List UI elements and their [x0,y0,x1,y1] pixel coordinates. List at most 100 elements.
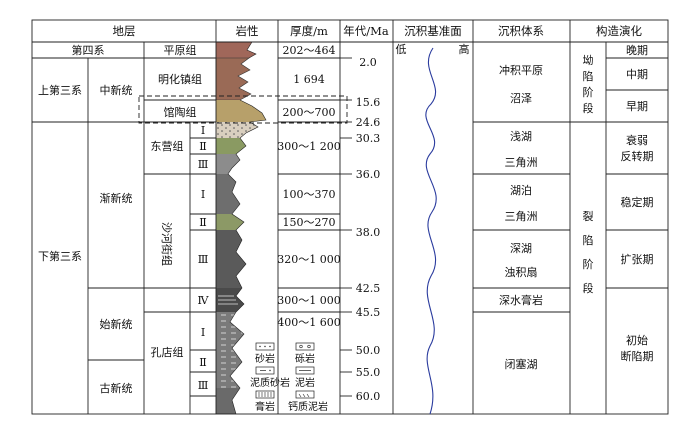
header-base-level: 沉积基准面 [404,24,462,38]
dep-delta-1: 三角洲 [505,156,538,169]
legend-conglomerate-label: 砾岩 [295,352,315,365]
phase-decline-line-2: 反转期 [621,149,654,163]
member-shahejie-3: Ⅲ [198,253,209,266]
stage-rift-char-3: 阶 [583,257,594,271]
member-shahejie-1: Ⅰ [201,188,205,201]
phase-expansion: 扩张期 [621,252,654,266]
legend-gypsum-label: 膏岩 [255,400,275,413]
legend-calcareous-mudstone-label: 钙质泥岩 [288,400,328,413]
base-level-curve [425,47,437,415]
age-50-0: 50.0 [356,344,381,357]
member-kongdian-2: Ⅱ [199,356,206,369]
thickness-shahejie-1: 100～370 [283,188,336,201]
age-15-6: 15.6 [356,96,381,109]
dep-alluvial-plain: 冲积平原 [499,63,543,77]
strata-labels: 第四系 上第三系 下第三系 中新统 渐新统 始新统 古新统 平原组 明化镇组 馆… [38,43,202,395]
stage-rift-char-4: 段 [583,281,594,295]
system-quaternary: 第四系 [72,43,105,57]
age-ticks [340,57,352,397]
age-24-6: 24.6 [356,116,381,129]
system-lower-tertiary: 下第三系 [38,249,82,263]
dep-shallow-lake: 浅湖 [510,130,532,143]
table-grid [31,19,669,415]
dep-deep-lake: 深湖 [510,242,532,255]
stage-depression-char-3: 阶 [583,85,594,99]
calcareous-mudstone-swatch [295,390,315,399]
age-38-0: 38.0 [356,226,381,239]
phase-middle: 中期 [626,68,648,81]
formation-dongying: 东营组 [151,139,184,153]
header-row: 地层 岩性 厚度/m 年代/Ma 沉积基准面 沉积体系 构造演化 [113,24,643,38]
dep-deep-water-gypsum: 深水膏岩 [499,293,543,307]
member-dongying-1: Ⅰ [201,124,205,137]
age-55-0: 55.0 [356,366,381,379]
phase-stable: 稳定期 [621,195,654,209]
header-age: 年代/Ma [343,24,389,38]
lithology-column [215,41,267,415]
age-60-0: 60.0 [356,390,381,403]
member-shahejie-4: Ⅳ [198,294,210,307]
thickness-values: 202～464 1 694 200～700 300～1 200 100～370 … [277,44,341,329]
legend: 砂岩 砾岩 泥质砂岩 泥岩 膏岩 钙质泥岩 [250,342,328,413]
age-values: 2.0 15.6 24.6 30.3 36.0 38.0 42.5 45.5 5… [356,56,381,403]
dep-swamp: 沼泽 [510,91,532,105]
series-miocene: 中新统 [100,83,133,97]
header-depositional-system: 沉积体系 [498,24,544,38]
thickness-guantao: 200～700 [283,106,336,119]
phase-late: 晚期 [626,44,648,57]
member-shahejie-2: Ⅱ [199,216,206,229]
member-labels: Ⅰ Ⅱ Ⅲ Ⅰ Ⅱ Ⅲ Ⅳ Ⅰ Ⅱ Ⅲ [198,124,210,392]
age-42-5: 42.5 [356,282,381,295]
legend-muddy-sandstone-label: 泥质砂岩 [250,376,290,389]
thickness-pingyuan: 202～464 [283,44,336,57]
age-2-0: 2.0 [359,56,377,69]
formation-shahejie: 沙河街组 [160,222,174,266]
phase-early: 早期 [626,100,648,113]
formation-kongdian: 孔店组 [151,345,184,359]
formation-guantao: 馆陶组 [164,105,197,119]
dep-lake: 湖泊 [510,184,532,197]
legend-sandstone-label: 砂岩 [255,352,275,365]
header-tectonic-evolution: 构造演化 [596,24,642,38]
member-kongdian-1: Ⅰ [201,326,205,339]
tectonic-phase-labels: 晚期 中期 早期 衰弱 反转期 稳定期 扩张期 初始 断陷期 [621,44,654,363]
stage-rift-char-1: 裂 [583,210,594,223]
thickness-minghuazhen: 1 694 [293,73,325,86]
phase-initial-line-1: 初始 [626,333,648,347]
system-upper-tertiary: 上第三系 [38,83,82,97]
formation-pingyuan: 平原组 [164,43,197,57]
conglomerate-swatch [295,342,315,351]
stage-depression-char-1: 坳 [583,53,594,67]
legend-box [250,340,336,414]
base-level-high: 高 [459,42,470,56]
legend-mudstone-label: 泥岩 [295,376,315,389]
dep-delta-2: 三角洲 [505,210,538,223]
header-thickness: 厚度/m [290,24,328,38]
guantao-dashed-box [138,95,348,124]
member-kongdian-3: Ⅲ [198,379,209,392]
phase-initial-line-2: 断陷期 [621,349,654,363]
stage-rift-char-2: 陷 [583,233,594,247]
thickness-shahejie-4: 300～1 000 [277,294,341,307]
member-dongying-2: Ⅱ [199,140,206,153]
formation-minghuazhen: 明化镇组 [158,72,202,86]
thickness-dongying: 300～1 200 [277,140,341,153]
header-strata: 地层 [113,24,136,38]
age-36-0: 36.0 [356,168,381,181]
thickness-kongdian: 400～1 600 [277,316,341,329]
stage-depression-char-2: 陷 [583,69,594,83]
age-30-3: 30.3 [356,132,381,145]
thickness-shahejie-2: 150～270 [283,216,336,229]
series-oligocene: 渐新统 [100,191,133,205]
series-paleocene: 古新统 [100,381,133,395]
phase-decline-line-1: 衰弱 [626,133,648,147]
age-45-5: 45.5 [356,306,381,319]
depositional-system-labels: 冲积平原 沼泽 浅湖 三角洲 湖泊 三角洲 深湖 浊积扇 深水膏岩 闭塞湖 [499,63,543,371]
header-lithology: 岩性 [236,24,259,38]
dep-closed-lake: 闭塞湖 [505,357,538,371]
series-eocene: 始新统 [100,317,133,331]
member-dongying-3: Ⅲ [198,158,209,171]
stage-depression-char-4: 段 [583,101,594,115]
